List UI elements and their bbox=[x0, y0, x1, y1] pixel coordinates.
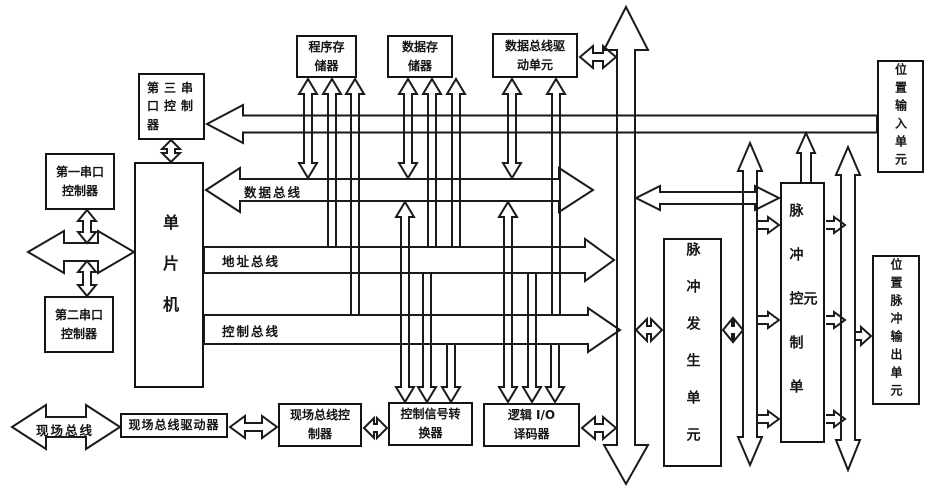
pulsectl-out-bottom-arrow bbox=[826, 409, 847, 429]
pulsectl-out-mid-arrow bbox=[826, 310, 847, 330]
pulsegenerator-right-arrow bbox=[721, 316, 745, 344]
address-bus-arrow bbox=[203, 237, 616, 283]
pulsectl-in-top-arrow bbox=[757, 215, 781, 235]
control-bus-arrow bbox=[203, 306, 622, 354]
serial2-bus-arrow bbox=[75, 259, 99, 298]
mcu-label: 单片机 bbox=[160, 213, 179, 337]
iodecoder-vbus-arrow bbox=[580, 414, 618, 442]
pulsectl-out-top-arrow bbox=[826, 215, 847, 235]
program-memory-label: 程序存 储器 bbox=[308, 39, 345, 73]
pulsectl-in-mid-arrow bbox=[757, 310, 781, 330]
busdriver-ctrlbus-line bbox=[545, 77, 567, 315]
pulse-generator-label: 脉冲发生单元 bbox=[684, 241, 701, 464]
pulse-left-vertical-arrow bbox=[736, 140, 764, 468]
pulse-controller-label: 脉冲控制单元 bbox=[787, 202, 818, 423]
main-vertical-bus-arrow bbox=[602, 4, 650, 487]
box-position-pulse-output: 位置脉冲输出单元 bbox=[872, 255, 920, 405]
fieldbusdriver-controller-arrow bbox=[228, 414, 279, 440]
pulsectl-in-bottom-arrow bbox=[757, 409, 781, 429]
io-decoder-label: 逻辑 I/O 译码器 bbox=[507, 408, 556, 441]
box-mcu: 单片机 bbox=[134, 162, 204, 388]
position-pulse-output-label: 位置脉冲输出单元 bbox=[889, 258, 903, 402]
ctrlbus-iodecoder-arrow bbox=[544, 344, 566, 404]
progmem-addrbus-line bbox=[321, 77, 343, 247]
box-pulse-generator: 脉冲发生单元 bbox=[663, 238, 722, 467]
busdriver-databus-arrow bbox=[501, 77, 523, 180]
serial3-mcu-arrow bbox=[159, 138, 183, 164]
box-field-bus-controller: 现场总线控 制器 bbox=[278, 403, 362, 447]
data-bus-label: 数据总线 bbox=[244, 185, 303, 200]
field-bus-arrow bbox=[10, 403, 122, 451]
mcu-left-bus-arrow bbox=[26, 229, 136, 275]
addrbus-iodecoder-arrow bbox=[521, 273, 543, 404]
box-signal-converter: 控制信号转 换器 bbox=[388, 402, 473, 446]
position-output-in-arrow bbox=[856, 324, 873, 348]
databus-iodecoder-arrow bbox=[497, 200, 519, 404]
data-bus-driver-label: 数据总线驱 动单元 bbox=[504, 38, 565, 72]
box-io-decoder: 逻辑 I/O 译码器 bbox=[483, 403, 580, 447]
box-serial-port-1: 第一串口 控制器 bbox=[45, 153, 115, 210]
box-position-input: 位置输入单元 bbox=[877, 60, 924, 173]
box-serial-port-3: 第三串 口控制 器 bbox=[138, 73, 205, 140]
box-pulse-controller: 脉冲控制单元 bbox=[780, 182, 825, 443]
signal-converter-label: 控制信号转 换器 bbox=[400, 407, 461, 440]
progmem-ctrlbus-line bbox=[344, 77, 366, 315]
data-memory-label: 数据存 储器 bbox=[401, 39, 438, 73]
box-data-bus-driver: 数据总线驱 动单元 bbox=[492, 33, 578, 78]
box-serial-port-2: 第二串口 控制器 bbox=[44, 296, 114, 353]
progmem-databus-arrow bbox=[297, 77, 319, 180]
serial1-bus-arrow bbox=[75, 208, 99, 245]
control-bus-label: 控制总线 bbox=[222, 324, 281, 339]
pulse-controller-up-arrow bbox=[795, 130, 817, 182]
box-program-memory: 程序存 储器 bbox=[296, 35, 357, 78]
field-bus-label: 现场总线 bbox=[36, 423, 95, 438]
datamem-addrbus-line-1 bbox=[421, 77, 443, 247]
address-bus-label: 地址总线 bbox=[222, 254, 281, 269]
databus-converter-arrow bbox=[394, 200, 416, 404]
fieldbuscontroller-converter-arrow bbox=[362, 415, 389, 441]
box-field-bus-driver: 现场总线驱动器 bbox=[120, 413, 228, 438]
busdriver-vbus-arrow bbox=[578, 43, 618, 71]
addrbus-converter-arrow bbox=[416, 273, 438, 404]
pulse-right-vertical-arrow bbox=[834, 144, 862, 473]
datamem-addrbus-line-2 bbox=[445, 77, 467, 247]
vbus-pulsegenerator-arrow bbox=[634, 316, 664, 344]
vbus-pulsecontroller-arrow bbox=[633, 184, 782, 212]
box-data-memory: 数据存 储器 bbox=[387, 35, 453, 78]
position-input-label: 位置输入单元 bbox=[893, 62, 908, 171]
field-bus-controller-label: 现场总线控 制器 bbox=[289, 408, 350, 441]
serial-port-2-label: 第二串口 控制器 bbox=[54, 307, 103, 341]
ctrlbus-converter-arrow bbox=[440, 344, 462, 404]
datamem-databus-arrow bbox=[397, 77, 419, 180]
serial-port-1-label: 第一串口 控制器 bbox=[55, 164, 104, 198]
top-bus-arrow bbox=[204, 103, 878, 145]
serial-port-3-label: 第三串 口控制 器 bbox=[147, 80, 199, 132]
field-bus-driver-label: 现场总线驱动器 bbox=[128, 418, 220, 433]
